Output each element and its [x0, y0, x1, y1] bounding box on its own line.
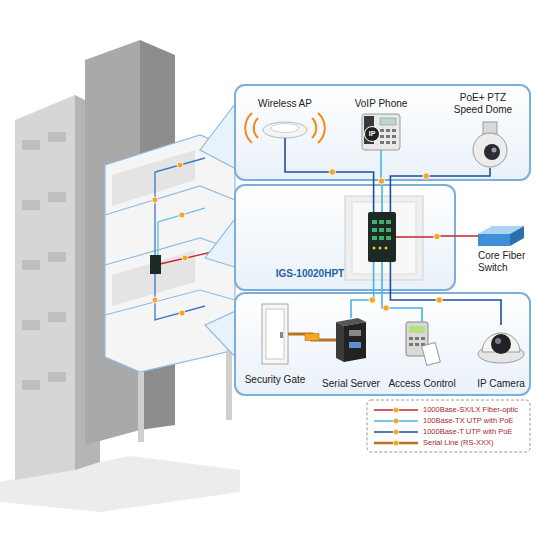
connector-dot: [383, 305, 389, 311]
callout-connector: [200, 100, 238, 360]
cable-connector: [285, 138, 374, 212]
device-label: Access Control: [376, 378, 468, 390]
connector-dot: [434, 233, 440, 239]
legend-line-sample: [373, 405, 419, 415]
legend-frame: [367, 400, 530, 452]
device-node: Core Fiber Switch: [478, 226, 524, 246]
legend-dot: [393, 418, 399, 424]
connector-dot: [378, 178, 384, 184]
legend-text: 1000Base-SX/LX Fiber-optic: [423, 405, 518, 414]
connector-dot: [436, 297, 442, 303]
device-icons: [245, 113, 524, 365]
legend-entry: 1000Base-T UTP with PoE: [373, 426, 526, 437]
icon-badge-text: IP: [365, 127, 380, 141]
legend-line-sample: [373, 427, 419, 437]
legend-text: 1000Base-T UTP with PoE: [423, 427, 512, 436]
device-node: Serial Server: [336, 318, 366, 362]
connector-dot: [369, 297, 375, 303]
device-node: IGS-10020HPT: [368, 212, 396, 262]
device-node: Access Control: [406, 322, 438, 366]
legend-line-sample: [373, 416, 419, 426]
device-label: Wireless AP: [235, 98, 335, 110]
device-label: IGS-10020HPT: [255, 268, 365, 280]
cable-connector: [288, 334, 336, 340]
serial-tag: [305, 334, 319, 341]
legend-text: Serial Line (RS-XXX): [423, 438, 493, 447]
legend-entry: 1000Base-SX/LX Fiber-optic: [373, 404, 526, 415]
device-node: Wireless AP: [262, 118, 308, 138]
device-label: IP Camera: [461, 378, 540, 390]
device-node: VoIP Phone: [362, 114, 400, 150]
device-node: IP Camera: [478, 325, 524, 363]
connector-dot: [329, 169, 335, 175]
device-label: Core Fiber Switch: [478, 250, 536, 273]
panel-frame: [235, 85, 530, 395]
device-node: Security Gate: [262, 304, 288, 364]
legend-text: 100Base-TX UTP with PoE: [423, 416, 513, 425]
device-label: PoE+ PTZ Speed Dome: [448, 92, 518, 115]
connector-dot: [423, 173, 429, 179]
legend: 1000Base-SX/LX Fiber-optic 100Base-TX UTP…: [367, 400, 530, 452]
building-illustration: [0, 40, 240, 512]
legend-entry: 100Base-TX UTP with PoE: [373, 415, 526, 426]
device-label: VoIP Phone: [331, 98, 431, 110]
legend-dot: [393, 429, 399, 435]
cable-connector: [390, 168, 490, 212]
legend-dot: [393, 407, 399, 413]
legend-entry: Serial Line (RS-XXX): [373, 437, 526, 448]
device-label: Security Gate: [237, 374, 313, 386]
cable-connector: [351, 262, 374, 318]
device-label: Serial Server: [301, 378, 401, 390]
device-node: PoE+ PTZ Speed Dome: [470, 122, 510, 168]
legend-line-sample: [373, 438, 419, 448]
cable-connector: [382, 262, 422, 322]
legend-dot: [393, 440, 399, 446]
